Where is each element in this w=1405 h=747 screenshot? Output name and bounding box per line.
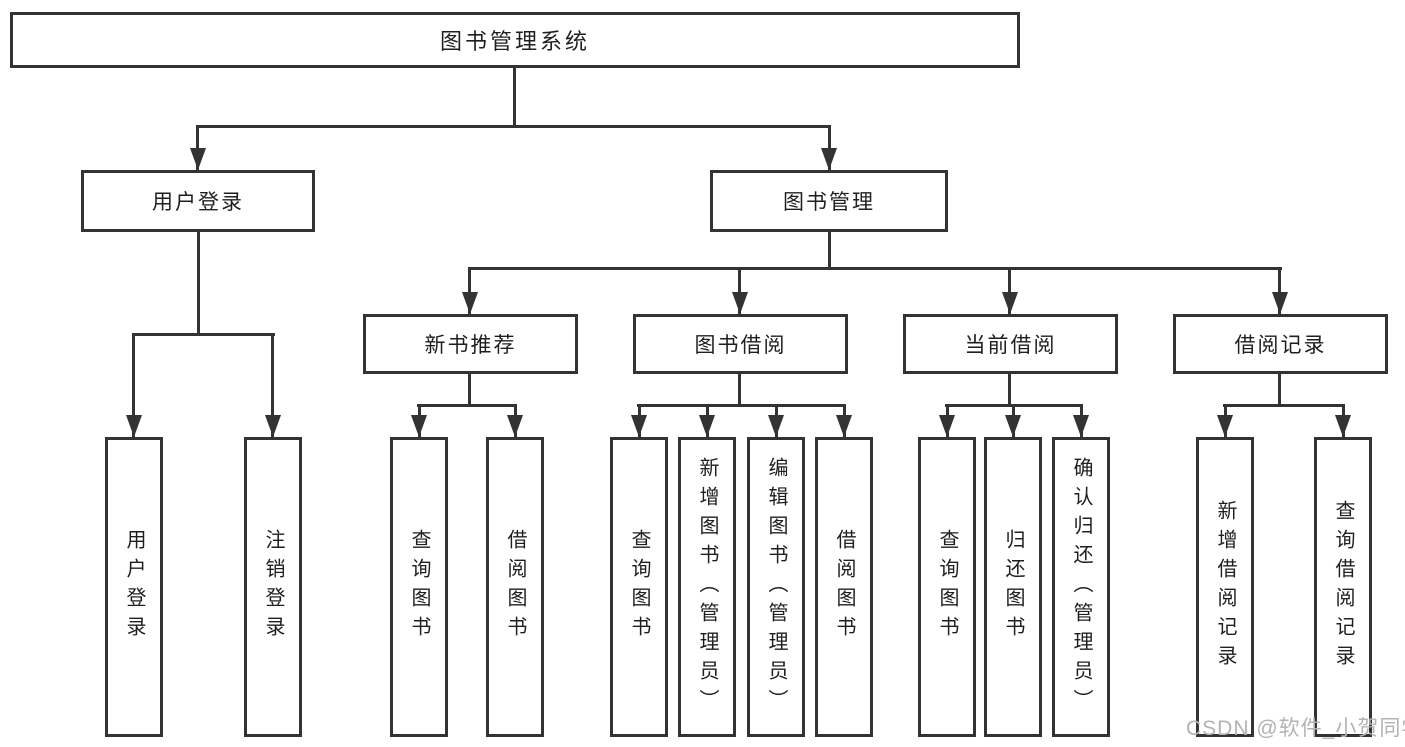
connector-user-login-stub <box>197 232 200 336</box>
leaf-query-borrow-record: 查询借阅记录 <box>1314 437 1372 737</box>
arrowhead-icon <box>1335 415 1351 437</box>
node-label: 当前借阅 <box>964 334 1057 357</box>
node-new-book-recommend: 新书推荐 <box>363 314 578 374</box>
leaf-label: 确认归还（管理员） <box>1070 456 1092 718</box>
leaf-label: 借阅图书 <box>504 529 526 645</box>
connector-to-borrow-records <box>1278 267 1281 314</box>
arrowhead-icon <box>699 415 715 437</box>
node-label: 图书借阅 <box>694 334 787 357</box>
connector-to-user-login <box>196 125 199 170</box>
connector-book-mgmt-stub <box>828 232 831 270</box>
connector-stub <box>1278 374 1281 407</box>
node-borrowing-records: 借阅记录 <box>1173 314 1388 374</box>
leaf-add-books-admin: 新增图书（管理员） <box>678 437 736 737</box>
arrowhead-icon <box>631 415 647 437</box>
connector-user-login-split <box>132 333 275 336</box>
arrowhead-icon <box>411 415 427 437</box>
leaf-borrow-books-2: 借阅图书 <box>815 437 873 737</box>
connector-stub <box>468 374 471 407</box>
connector-to-book-borrow <box>738 267 741 314</box>
connector-stub <box>738 374 741 407</box>
leaf-borrow-books-1: 借阅图书 <box>486 437 544 737</box>
leaf-return-books: 归还图书 <box>984 437 1042 737</box>
arrowhead-icon <box>1217 415 1233 437</box>
connector-level2-split <box>196 125 831 128</box>
node-root-label: 图书管理系统 <box>439 29 590 54</box>
leaf-label: 新增借阅记录 <box>1214 500 1236 674</box>
arrowhead-icon <box>190 148 206 170</box>
arrowhead-icon <box>821 148 837 170</box>
arrowhead-icon <box>1073 415 1089 437</box>
leaf-add-borrow-record: 新增借阅记录 <box>1196 437 1254 737</box>
node-label: 用户登录 <box>152 191 244 214</box>
connector-split <box>637 404 845 407</box>
connector-level3-split <box>469 267 1282 270</box>
arrowhead-icon <box>732 292 748 314</box>
arrowhead-icon <box>1005 415 1021 437</box>
leaf-edit-books-admin: 编辑图书（管理员） <box>747 437 805 737</box>
arrowhead-icon <box>507 415 523 437</box>
leaf-query-books-1: 查询图书 <box>390 437 448 737</box>
leaf-label: 借阅图书 <box>833 529 855 645</box>
leaf-user-login: 用户登录 <box>105 437 163 737</box>
leaf-confirm-return-admin: 确认归还（管理员） <box>1052 437 1110 737</box>
leaf-label: 注销登录 <box>262 529 284 645</box>
arrowhead-icon <box>768 415 784 437</box>
node-label: 新书推荐 <box>424 334 517 357</box>
leaf-query-books-3: 查询图书 <box>918 437 976 737</box>
arrowhead-icon <box>1272 292 1288 314</box>
connector-to-leaf <box>271 333 274 437</box>
connector-root-stub <box>513 68 516 128</box>
arrowhead-icon <box>126 415 142 437</box>
node-user-login: 用户登录 <box>81 170 315 232</box>
leaf-label: 用户登录 <box>123 529 145 645</box>
connector-stub <box>1008 374 1011 407</box>
watermark: CSDN @软件_小贺同学 <box>1186 717 1405 740</box>
leaf-label: 编辑图书（管理员） <box>765 456 787 718</box>
arrowhead-icon <box>265 415 281 437</box>
node-book-management: 图书管理 <box>710 170 948 232</box>
node-label: 图书管理 <box>783 191 875 214</box>
arrowhead-icon <box>1002 292 1018 314</box>
leaf-label: 归还图书 <box>1002 529 1024 645</box>
connector-split <box>417 404 516 407</box>
connector-to-leaf <box>132 333 135 437</box>
arrowhead-icon <box>836 415 852 437</box>
arrowhead-icon <box>462 292 478 314</box>
leaf-label: 查询图书 <box>408 529 430 645</box>
connector-to-new-books <box>468 267 471 314</box>
node-label: 借阅记录 <box>1234 334 1327 357</box>
connector-split <box>1223 404 1344 407</box>
leaf-label: 查询图书 <box>936 529 958 645</box>
leaf-label: 新增图书（管理员） <box>696 456 718 718</box>
leaf-label: 查询图书 <box>628 529 650 645</box>
arrowhead-icon <box>939 415 955 437</box>
leaf-label: 查询借阅记录 <box>1332 500 1354 674</box>
connector-to-current-borrow <box>1008 267 1011 314</box>
node-root: 图书管理系统 <box>10 12 1020 68</box>
node-book-borrowing: 图书借阅 <box>633 314 848 374</box>
node-current-borrowing: 当前借阅 <box>903 314 1118 374</box>
leaf-query-books-2: 查询图书 <box>610 437 668 737</box>
leaf-logout: 注销登录 <box>244 437 302 737</box>
connector-to-book-mgmt <box>828 125 831 170</box>
